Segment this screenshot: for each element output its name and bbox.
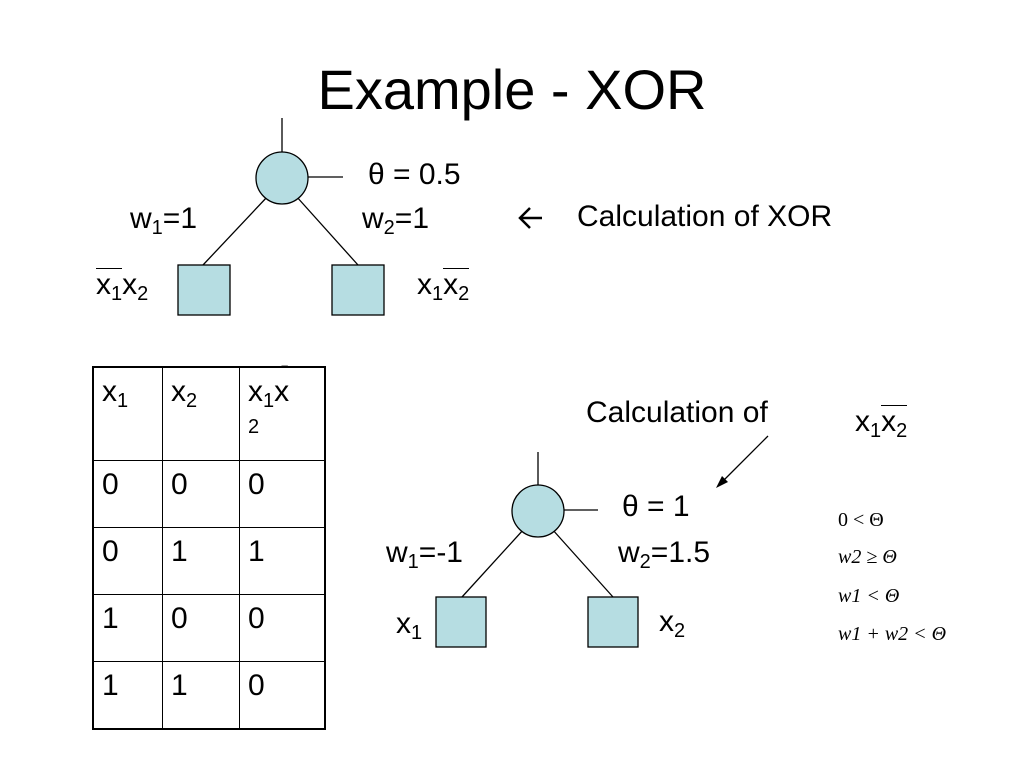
bottom-left-edge <box>461 528 525 598</box>
table-cell: 0 <box>92 460 163 528</box>
table-cell: 1 <box>92 661 163 730</box>
table-cell: 0 <box>162 594 240 662</box>
table-cell: 0 <box>239 594 326 662</box>
table-cell: 1 <box>239 527 326 595</box>
top-left-input-label: x1x2 <box>96 268 149 305</box>
table-cell: 0 <box>92 527 163 595</box>
bottom-w1-label: w1=-1 <box>386 536 463 573</box>
bottom-right-edge <box>551 528 614 598</box>
table-row: 0 0 0 <box>92 460 326 528</box>
top-left-edge <box>202 195 269 266</box>
top-right-input-node <box>331 264 385 316</box>
inequality-2: w2 ≥ Θ <box>838 546 897 568</box>
pointer-arrow-line <box>719 435 769 485</box>
calculation-of-label: Calculation of <box>586 396 768 429</box>
bottom-right-input-node <box>587 596 639 648</box>
bottom-left-input-node <box>435 596 487 648</box>
table-cell: 1 <box>162 661 240 730</box>
bottom-neuron-node <box>511 484 565 538</box>
table-row: 1 1 0 <box>92 661 326 730</box>
truth-table: x1 x2 ‾ x1x 2 0 0 0 0 1 1 1 0 0 1 1 0 <box>92 365 326 730</box>
top-right-edge <box>295 195 359 266</box>
top-left-input-node <box>177 264 231 316</box>
table-cell: 0 <box>239 661 326 730</box>
slide-title: Example - XOR <box>317 58 707 121</box>
bottom-x1-label: x1 <box>396 607 423 644</box>
table-cell: 0 <box>239 460 326 528</box>
table-cell: 1 <box>162 527 240 595</box>
top-neuron-node <box>255 151 309 205</box>
top-right-input-label: x1x2 <box>417 268 470 305</box>
bottom-theta-label: θ = 1 <box>622 490 690 523</box>
calculation-term: x1x2 <box>855 405 908 442</box>
table-row: 1 0 0 <box>92 594 326 662</box>
inequality-1: 0 < Θ <box>838 509 884 531</box>
top-w2-label: w2=1 <box>362 202 430 239</box>
bottom-w2-label: w2=1.5 <box>618 536 711 573</box>
header-x2: x2 <box>162 366 240 461</box>
left-arrow-icon <box>518 207 542 229</box>
header-x1: x1 <box>92 366 163 461</box>
pointer-arrow-head <box>716 476 728 488</box>
bottom-x2-label: x2 <box>659 605 686 642</box>
header-x1-not-x2: ‾ x1x 2 <box>239 365 326 461</box>
inequality-3: w1 < Θ <box>838 585 900 607</box>
top-theta-label: θ = 0.5 <box>368 158 461 191</box>
inequality-4: w1 + w2 < Θ <box>838 623 947 645</box>
top-w1-label: w1=1 <box>130 202 198 239</box>
table-row: 0 1 1 <box>92 527 326 595</box>
table-cell: 0 <box>162 460 240 528</box>
table-cell: 1 <box>92 594 163 662</box>
table-header-row: x1 x2 ‾ x1x 2 <box>92 365 326 461</box>
calculation-xor-label: Calculation of XOR <box>577 200 833 233</box>
